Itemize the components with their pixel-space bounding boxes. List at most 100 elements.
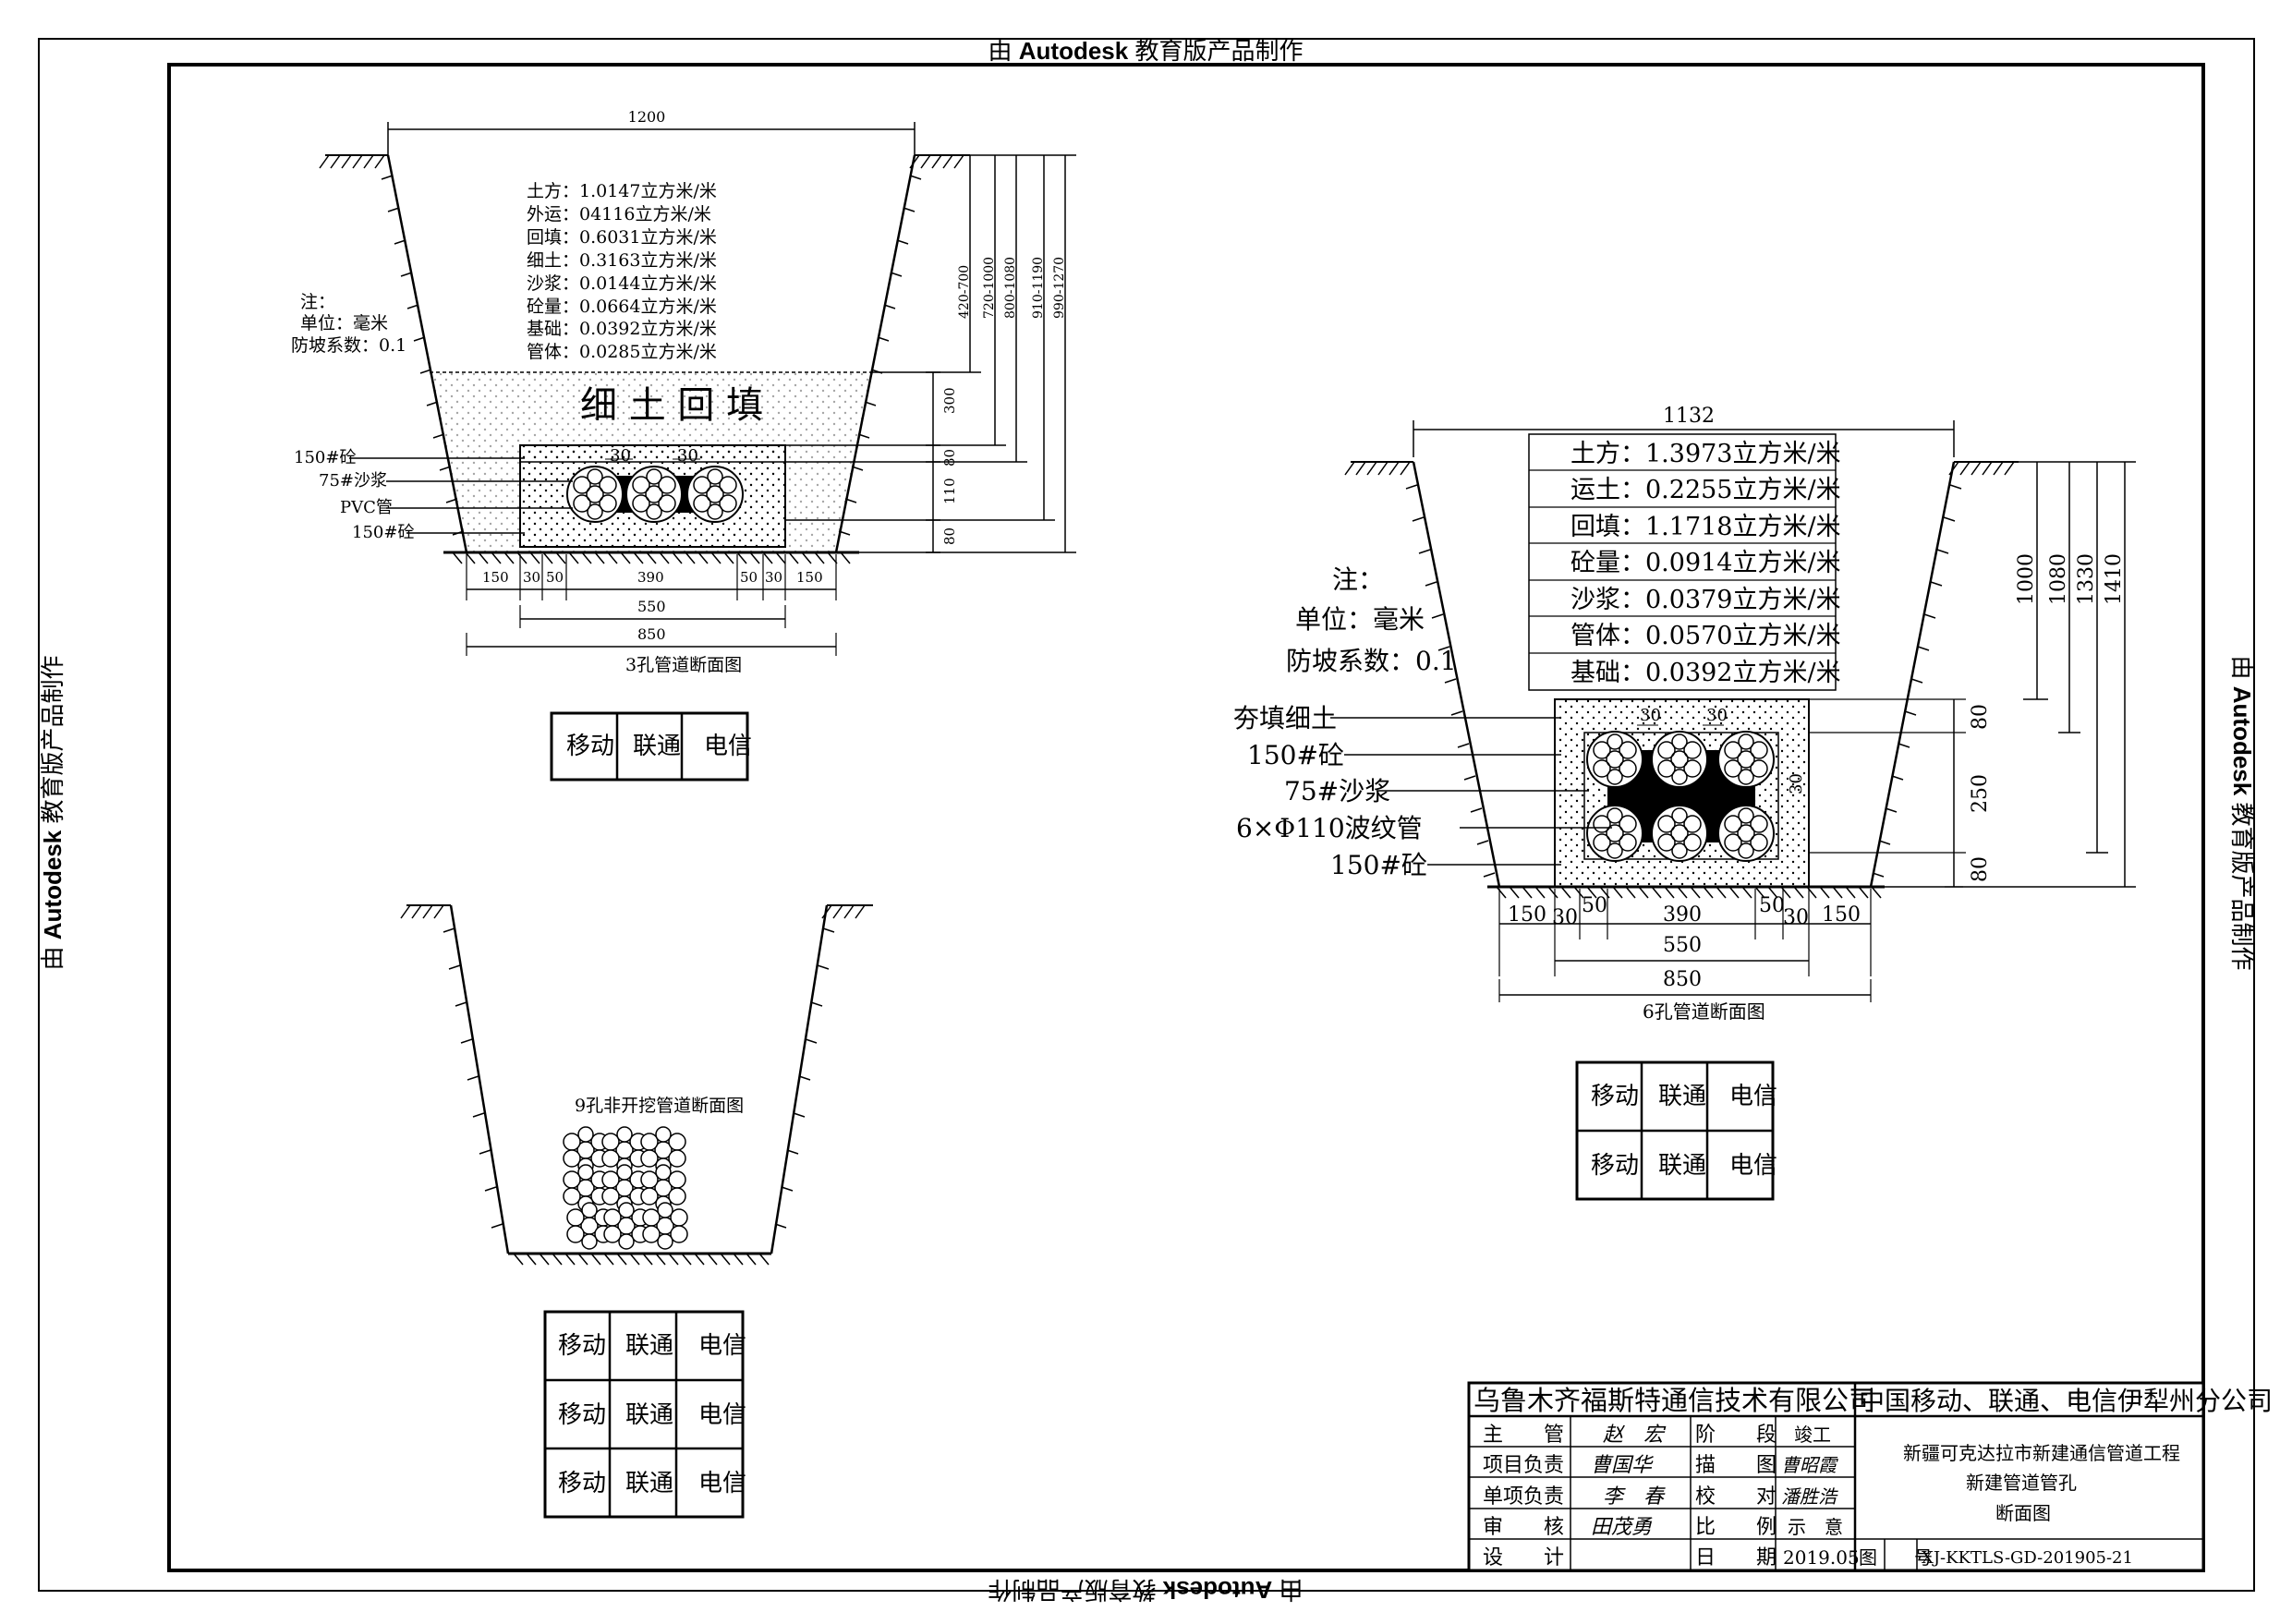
svg-text:1330: 1330 (2075, 553, 2098, 605)
depth-dims: 420-700 720-1000 800-1080 910-1190 990-1… (957, 257, 1067, 319)
svg-text:基础：0.0392立方米/米: 基础：0.0392立方米/米 (1570, 659, 1841, 687)
svg-text:30: 30 (1783, 906, 1809, 929)
svg-text:850: 850 (1663, 968, 1702, 991)
svg-text:审 核: 审 核 (1483, 1516, 1564, 1539)
svg-text:移动: 移动 (558, 1401, 606, 1429)
svg-text:土方：1.0147立方米/米: 土方：1.0147立方米/米 (527, 181, 717, 201)
svg-text:曹昭霞: 曹昭霞 (1781, 1454, 1838, 1476)
svg-text:砼量：0.0914立方米/米: 砼量：0.0914立方米/米 (1570, 549, 1841, 577)
svg-text:移动: 移动 (1591, 1083, 1639, 1110)
svg-text:6×Φ110波纹管: 6×Φ110波纹管 (1236, 813, 1423, 843)
svg-text:夯填细土: 夯填细土 (1233, 703, 1337, 733)
svg-text:校 对: 校 对 (1695, 1485, 1777, 1509)
note: 注： 单位：毫米 防坡系数：0.1 (291, 292, 406, 356)
svg-text:回填：0.6031立方米/米: 回填：0.6031立方米/米 (527, 227, 717, 248)
svg-text:曹国华: 曹国华 (1591, 1454, 1655, 1477)
project-title: 新疆可克达拉市新建通信管道工程 新建管道管孔 断面图 (1903, 1442, 2180, 1524)
svg-text:赵 宏: 赵 宏 (1603, 1424, 1667, 1447)
svg-text:电信: 电信 (698, 1470, 746, 1497)
drawing-number: XJ-KKTLS-GD-201905-21 (1922, 1548, 2133, 1568)
svg-text:30: 30 (1640, 706, 1661, 725)
section-6-hole: 1132 土方：1.3973立方米/米 运土：0.2255立方米/米 回填：1.… (1233, 405, 2136, 1201)
svg-text:移动: 移动 (558, 1470, 606, 1497)
svg-text:50: 50 (546, 569, 564, 586)
designer-company: 乌鲁木齐福斯特通信技术有限公司 (1473, 1385, 1875, 1416)
section-title: 6孔管道断面图 (1643, 1000, 1765, 1023)
svg-text:砼量：0.0664立方米/米: 砼量：0.0664立方米/米 (527, 297, 717, 317)
watermark-top: 由 Autodesk 教育版产品制作 (988, 37, 1304, 65)
svg-text:基础：0.0392立方米/米: 基础：0.0392立方米/米 (527, 319, 717, 339)
svg-text:550: 550 (1663, 934, 1702, 957)
section-title: 3孔管道断面图 (625, 655, 742, 675)
svg-text:150: 150 (1508, 903, 1546, 927)
svg-text:运土：0.2255立方米/米: 运土：0.2255立方米/米 (1570, 476, 1841, 504)
note: 注： 单位：毫米 防坡系数：0.1 (1286, 564, 1457, 676)
quantity-table: 土方：1.3973立方米/米 运土：0.2255立方米/米 回填：1.1718立… (1528, 433, 1841, 691)
svg-text:80: 80 (941, 527, 958, 545)
svg-text:电信: 电信 (698, 1401, 746, 1429)
watermark-right: 由 Autodesk 教育版产品制作 (2228, 656, 2256, 971)
backfill-label: 细 土 回 填 (580, 384, 763, 427)
svg-text:注：: 注： (300, 292, 335, 312)
svg-text:30: 30 (1552, 906, 1578, 929)
svg-text:50: 50 (740, 569, 758, 586)
svg-text:潘胜浩: 潘胜浩 (1781, 1485, 1838, 1508)
svg-text:910-1190: 910-1190 (1031, 257, 1046, 319)
svg-text:联通: 联通 (633, 733, 681, 760)
svg-text:150#砼: 150#砼 (1247, 740, 1344, 770)
svg-text:850: 850 (637, 625, 666, 643)
watermark-left: 由 Autodesk 教育版产品制作 (39, 656, 67, 971)
svg-text:竣工: 竣工 (1794, 1424, 1831, 1446)
section-3-hole: 1200 土方：1.0147立方米/米 外运：04116立方米/米 回填：0.6… (291, 108, 1076, 782)
svg-text:联通: 联通 (625, 1401, 673, 1429)
svg-text:田茂勇: 田茂勇 (1591, 1516, 1653, 1539)
dim-top-width: 1200 (628, 108, 666, 126)
svg-text:电信: 电信 (698, 1332, 746, 1360)
operator-grid: 移动 联通 电信 移动 联通 电信 (1575, 1060, 1777, 1201)
svg-text:1410: 1410 (2103, 553, 2126, 605)
svg-text:李 春: 李 春 (1603, 1485, 1666, 1509)
svg-text:电信: 电信 (1729, 1083, 1777, 1110)
svg-text:800-1080: 800-1080 (1003, 257, 1018, 319)
svg-text:150: 150 (796, 569, 823, 586)
svg-text:移动: 移动 (558, 1332, 606, 1360)
right-dims: 80 250 80 (1969, 704, 1992, 882)
depth-dims: 1000 1080 1330 1410 (2015, 553, 2126, 605)
svg-text:30: 30 (677, 446, 698, 466)
svg-text:150#砼: 150#砼 (1330, 850, 1427, 880)
svg-text:新建管道管孔: 新建管道管孔 (1966, 1472, 2077, 1494)
svg-text:720-1000: 720-1000 (982, 257, 997, 319)
svg-text:80: 80 (1969, 856, 1992, 882)
section-title: 9孔非开挖管道断面图 (575, 1096, 744, 1116)
svg-text:注：: 注： (1332, 564, 1384, 595)
callouts: 150#砼 75#沙浆 PVC管 150#砼 (294, 448, 414, 542)
svg-text:联通: 联通 (1658, 1083, 1706, 1110)
section-9-hole: 9孔非开挖管道断面图 移动 联通 电信 移动 联通 电信 移动 联通 电信 (400, 904, 873, 1519)
svg-text:描 图: 描 图 (1695, 1454, 1777, 1477)
svg-text:75#沙浆: 75#沙浆 (1284, 776, 1390, 806)
svg-text:新疆可克达拉市新建通信管道工程: 新疆可克达拉市新建通信管道工程 (1903, 1442, 2180, 1464)
svg-text:比 例: 比 例 (1695, 1516, 1777, 1539)
svg-text:外运：04116立方米/米: 外运：04116立方米/米 (527, 204, 711, 224)
operator-grid: 移动 联通 电信 移动 联通 电信 移动 联通 电信 (543, 1310, 746, 1519)
svg-text:30: 30 (765, 569, 782, 586)
svg-text:50: 50 (1759, 894, 1785, 917)
svg-text:项目负责: 项目负责 (1483, 1454, 1564, 1477)
svg-text:联通: 联通 (625, 1332, 673, 1360)
dim-top-width: 1132 (1663, 405, 1715, 428)
svg-text:单位：毫米: 单位：毫米 (1295, 604, 1425, 635)
operator-grid: 移动 联通 电信 (550, 711, 752, 782)
client-company: 中国移动、联通、电信伊犁州分公司 (1859, 1386, 2273, 1416)
svg-text:管体：0.0285立方米/米: 管体：0.0285立方米/米 (527, 342, 717, 362)
svg-text:990-1270: 990-1270 (1052, 257, 1067, 319)
svg-text:防坡系数：0.1: 防坡系数：0.1 (291, 335, 406, 356)
svg-text:2019.05: 2019.05 (1783, 1546, 1860, 1569)
svg-text:390: 390 (637, 569, 664, 586)
svg-text:550: 550 (637, 598, 666, 615)
svg-text:30: 30 (523, 569, 540, 586)
svg-text:PVC管: PVC管 (340, 498, 393, 517)
svg-text:300: 300 (941, 387, 958, 414)
svg-text:80: 80 (1969, 704, 1992, 730)
